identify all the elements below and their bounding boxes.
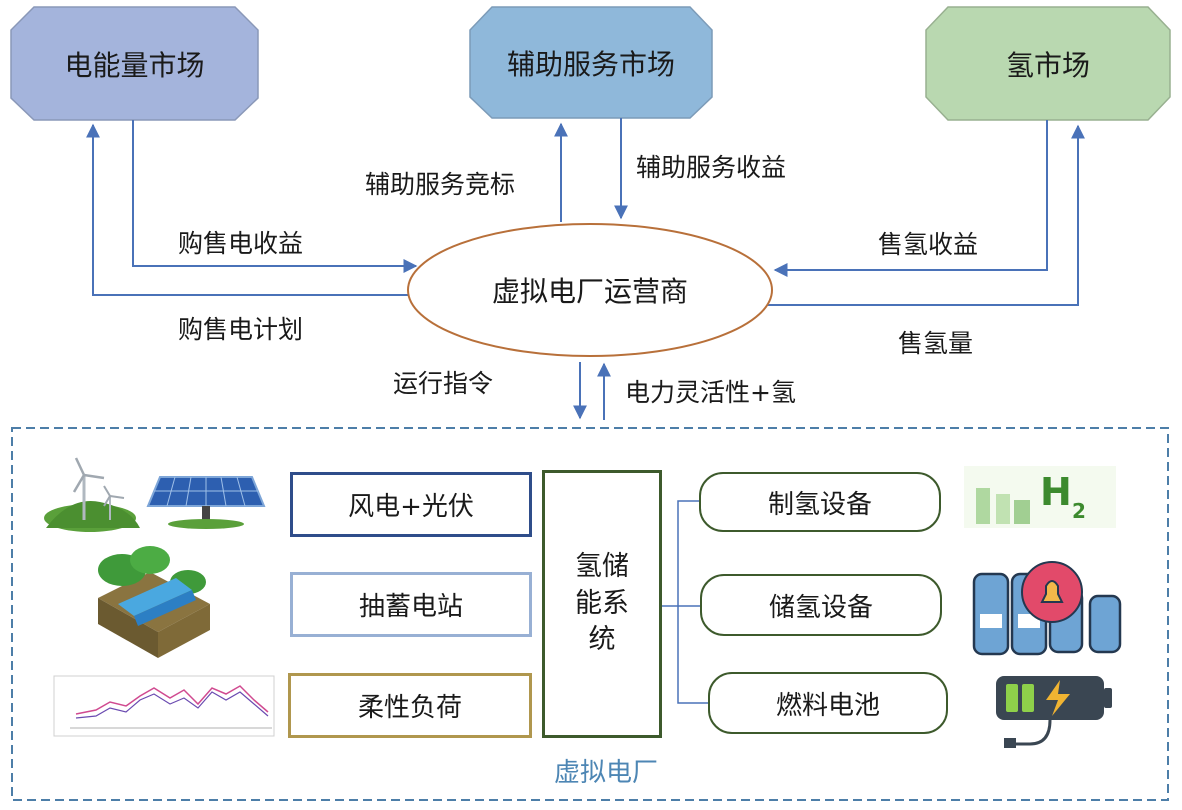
svg-text:H: H <box>1040 470 1072 514</box>
electrolyzer-icon: H 2 <box>964 466 1116 528</box>
svg-text:2: 2 <box>1072 499 1086 523</box>
wind-solar-box: 风电+光伏 <box>290 472 532 537</box>
electrolyzer-box: 制氢设备 <box>699 472 941 532</box>
hydrogen-revenue-arrow <box>773 120 1048 277</box>
hub-device-connector-low <box>677 606 708 704</box>
fuel-cell-box: 燃料电池 <box>708 672 948 734</box>
hub-device-connector <box>662 500 699 607</box>
energy-revenue-arrow <box>132 120 418 273</box>
ancillary-market-shape <box>469 6 713 119</box>
ancillary-market-label: 辅助服务市场 <box>506 47 675 81</box>
pumped-storage-box: 抽蓄电站 <box>290 572 532 637</box>
hydrogen-tank-icon <box>972 561 1122 656</box>
operator-shape <box>407 223 773 357</box>
hydrogen-revenue-label: 售氢收益 <box>878 230 979 259</box>
vpp-title: 虚拟电厂 <box>554 758 659 788</box>
vpp-boundary <box>11 427 1169 801</box>
operator-label: 虚拟电厂运营商 <box>491 275 688 308</box>
ancillary-revenue-label: 辅助服务收益 <box>636 153 787 182</box>
flexible-load-box: 柔性负荷 <box>288 673 532 738</box>
dispatch-command-label: 运行指令 <box>393 369 494 398</box>
energy-revenue-label: 购售电收益 <box>178 229 304 258</box>
solar-panel-icon <box>146 476 266 529</box>
wind-turbine-icon <box>44 457 140 532</box>
hydrogen-volume-arrow <box>766 124 1085 306</box>
hydrogen-storage-hub: 氢储能系统 <box>542 470 662 738</box>
hydrogen-storage-hub-label: 氢储能系统 <box>575 551 629 656</box>
hydrogen-market-label: 氢市场 <box>1005 48 1090 82</box>
hydrogen-market-shape <box>925 6 1171 121</box>
energy-plan-arrow <box>86 123 410 296</box>
hydrogen-tank-box: 储氢设备 <box>700 574 942 636</box>
pumped-storage-icon <box>98 546 210 658</box>
energy-plan-label: 购售电计划 <box>178 315 304 344</box>
ancillary-bid-label: 辅助服务竞标 <box>365 170 516 199</box>
flexibility-hydrogen-label: 电力灵活性+氢 <box>625 378 796 407</box>
load-curve-icon <box>53 675 275 737</box>
energy-market-shape <box>10 6 259 121</box>
fuel-cell-icon <box>996 676 1112 748</box>
hydrogen-volume-label: 售氢量 <box>898 329 974 358</box>
energy-market-label: 电能量市场 <box>64 48 205 82</box>
